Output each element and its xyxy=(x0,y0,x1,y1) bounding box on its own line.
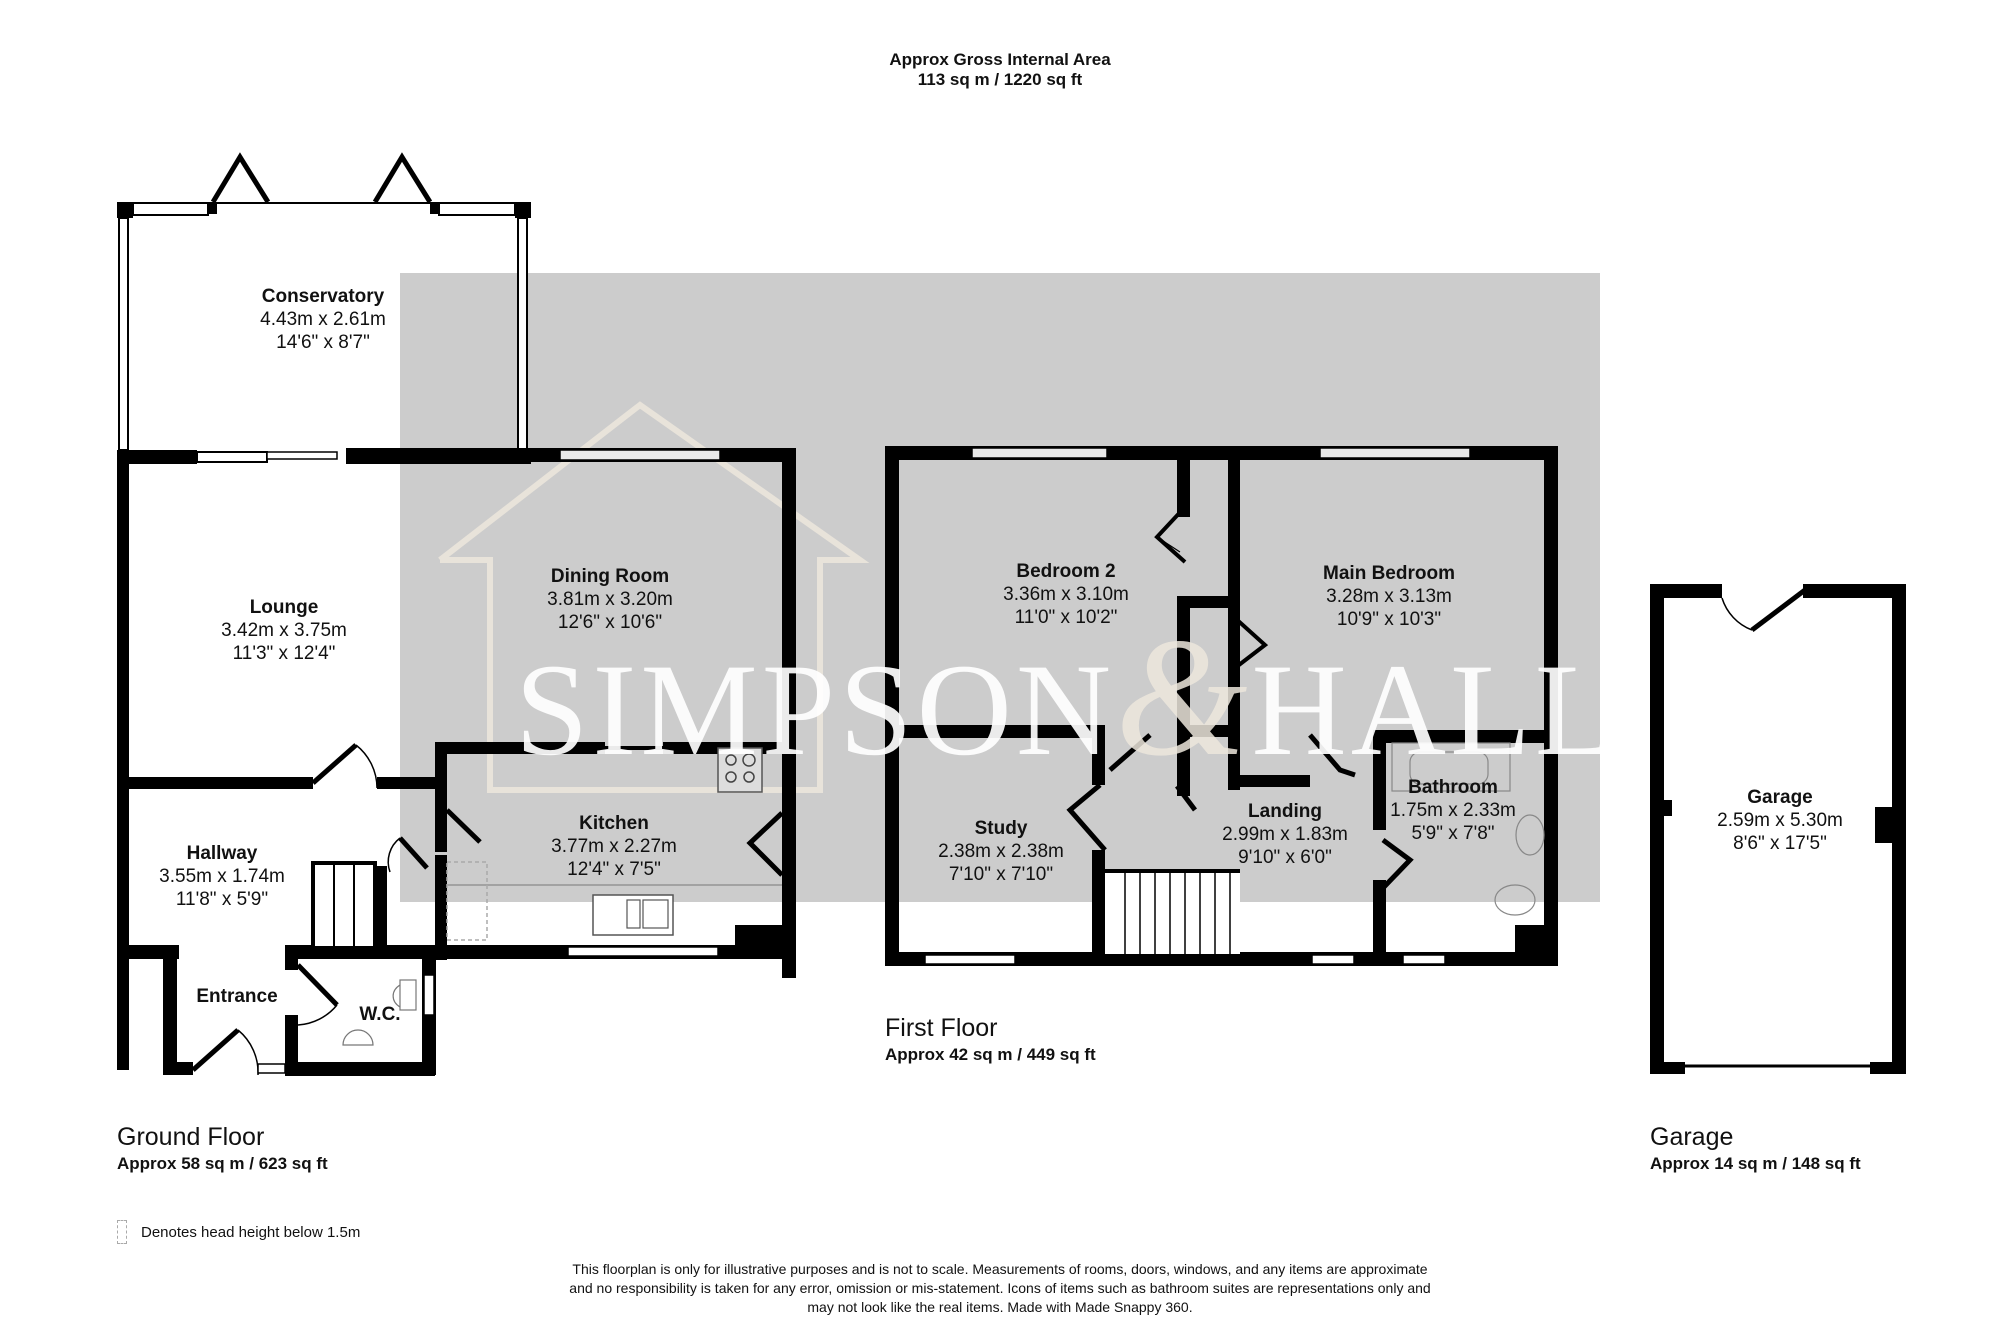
room-imperial: 10'9" x 10'3" xyxy=(1336,609,1442,630)
disclaimer: This floorplan is only for illustrative … xyxy=(470,1260,1530,1317)
room-name: Garage xyxy=(1747,787,1813,808)
gross-area-header: Approx Gross Internal Area 113 sq m / 12… xyxy=(0,50,2000,90)
first-floor-label: First Floor Approx 42 sq m / 449 sq ft xyxy=(885,1013,1096,1067)
room-kitchen: Kitchen 3.77m x 2.27m 12'4" x 7'5" xyxy=(551,812,677,881)
room-metric: 2.99m x 1.83m xyxy=(1222,824,1348,845)
room-bathroom: Bathroom 1.75m x 2.33m 5'9" x 7'8" xyxy=(1390,776,1516,845)
room-imperial: 12'6" x 10'6" xyxy=(557,612,663,633)
room-metric: 3.77m x 2.27m xyxy=(551,836,677,857)
room-bedroom-2: Bedroom 2 3.36m x 3.10m 11'0" x 10'2" xyxy=(1003,560,1129,629)
room-study: Study 2.38m x 2.38m 7'10" x 7'10" xyxy=(938,817,1064,886)
room-lounge: Lounge 3.42m x 3.75m 11'3" x 12'4" xyxy=(221,596,347,665)
floor-area: Approx 58 sq m / 623 sq ft xyxy=(117,1154,328,1173)
room-metric: 4.43m x 2.61m xyxy=(260,309,386,330)
room-name: Main Bedroom xyxy=(1323,563,1455,584)
room-hallway: Hallway 3.55m x 1.74m 11'8" x 5'9" xyxy=(159,842,285,911)
room-imperial: 7'10" x 7'10" xyxy=(948,864,1054,885)
room-metric: 3.42m x 3.75m xyxy=(221,620,347,641)
room-imperial: 12'4" x 7'5" xyxy=(567,859,661,880)
room-name: Conservatory xyxy=(261,286,385,307)
room-name: Bathroom xyxy=(1408,777,1498,798)
room-metric: 3.55m x 1.74m xyxy=(159,866,285,887)
room-wc: W.C. xyxy=(359,1003,400,1026)
room-name: Dining Room xyxy=(550,566,670,587)
ground-floor-plan xyxy=(117,152,796,1076)
room-imperial: 14'6" x 8'7" xyxy=(276,332,370,353)
floor-area: Approx 14 sq m / 148 sq ft xyxy=(1650,1154,1861,1173)
watermark-brand-right: HALL xyxy=(1251,636,1620,783)
floor-name: First Floor xyxy=(885,1014,998,1042)
room-name: Landing xyxy=(1248,801,1322,822)
room-metric: 1.75m x 2.33m xyxy=(1390,800,1516,821)
room-entrance: Entrance xyxy=(196,985,277,1008)
garage-plan xyxy=(1650,584,1906,1074)
floor-name: Ground Floor xyxy=(117,1123,265,1151)
legend-text: Denotes head height below 1.5m xyxy=(141,1223,361,1241)
room-name: Lounge xyxy=(249,597,319,618)
room-metric: 2.59m x 5.30m xyxy=(1717,810,1843,831)
first-floor-plan xyxy=(885,446,1558,966)
watermark-ampersand: & xyxy=(1115,603,1252,791)
dashed-box-icon xyxy=(117,1220,127,1244)
room-metric: 2.38m x 2.38m xyxy=(938,841,1064,862)
room-imperial: 11'3" x 12'4" xyxy=(232,643,336,664)
room-metric: 3.36m x 3.10m xyxy=(1003,584,1129,605)
room-imperial: 11'0" x 10'2" xyxy=(1014,607,1118,628)
room-garage: Garage 2.59m x 5.30m 8'6" x 17'5" xyxy=(1717,786,1843,855)
watermark-house-icon xyxy=(438,401,870,793)
watermark-brand-left: SIMPSON xyxy=(515,636,1116,783)
room-landing: Landing 2.99m x 1.83m 9'10" x 6'0" xyxy=(1222,800,1348,869)
room-metric: 3.81m x 3.20m xyxy=(547,589,673,610)
disclaimer-line: and no responsibility is taken for any e… xyxy=(569,1280,1431,1296)
legend: Denotes head height below 1.5m xyxy=(117,1220,360,1244)
garage-floor-label: Garage Approx 14 sq m / 148 sq ft xyxy=(1650,1122,1861,1176)
room-name: Kitchen xyxy=(579,813,649,834)
disclaimer-line: This floorplan is only for illustrative … xyxy=(572,1261,1428,1277)
room-name: Study xyxy=(974,818,1028,839)
room-metric: 3.28m x 3.13m xyxy=(1326,586,1452,607)
gross-area-title: Approx Gross Internal Area xyxy=(889,50,1111,69)
disclaimer-line: may not look like the real items. Made w… xyxy=(807,1299,1193,1315)
room-imperial: 11'8" x 5'9" xyxy=(175,889,269,910)
watermark-text: SIMPSON&HALL xyxy=(515,600,1619,795)
room-name: Entrance xyxy=(196,986,278,1007)
room-name: W.C. xyxy=(359,1004,401,1025)
room-name: Bedroom 2 xyxy=(1016,561,1116,582)
room-imperial: 5'9" x 7'8" xyxy=(1411,823,1495,844)
room-conservatory: Conservatory 4.43m x 2.61m 14'6" x 8'7" xyxy=(260,285,386,354)
ground-floor-label: Ground Floor Approx 58 sq m / 623 sq ft xyxy=(117,1122,328,1176)
floor-area: Approx 42 sq m / 449 sq ft xyxy=(885,1045,1096,1064)
room-dining-room: Dining Room 3.81m x 3.20m 12'6" x 10'6" xyxy=(547,565,673,634)
room-imperial: 8'6" x 17'5" xyxy=(1733,833,1827,854)
room-imperial: 9'10" x 6'0" xyxy=(1238,847,1332,868)
floor-name: Garage xyxy=(1650,1123,1734,1151)
room-name: Hallway xyxy=(186,843,258,864)
gross-area-value: 113 sq m / 1220 sq ft xyxy=(917,70,1083,89)
room-main-bedroom: Main Bedroom 3.28m x 3.13m 10'9" x 10'3" xyxy=(1323,562,1455,631)
watermark-box xyxy=(400,273,1600,902)
